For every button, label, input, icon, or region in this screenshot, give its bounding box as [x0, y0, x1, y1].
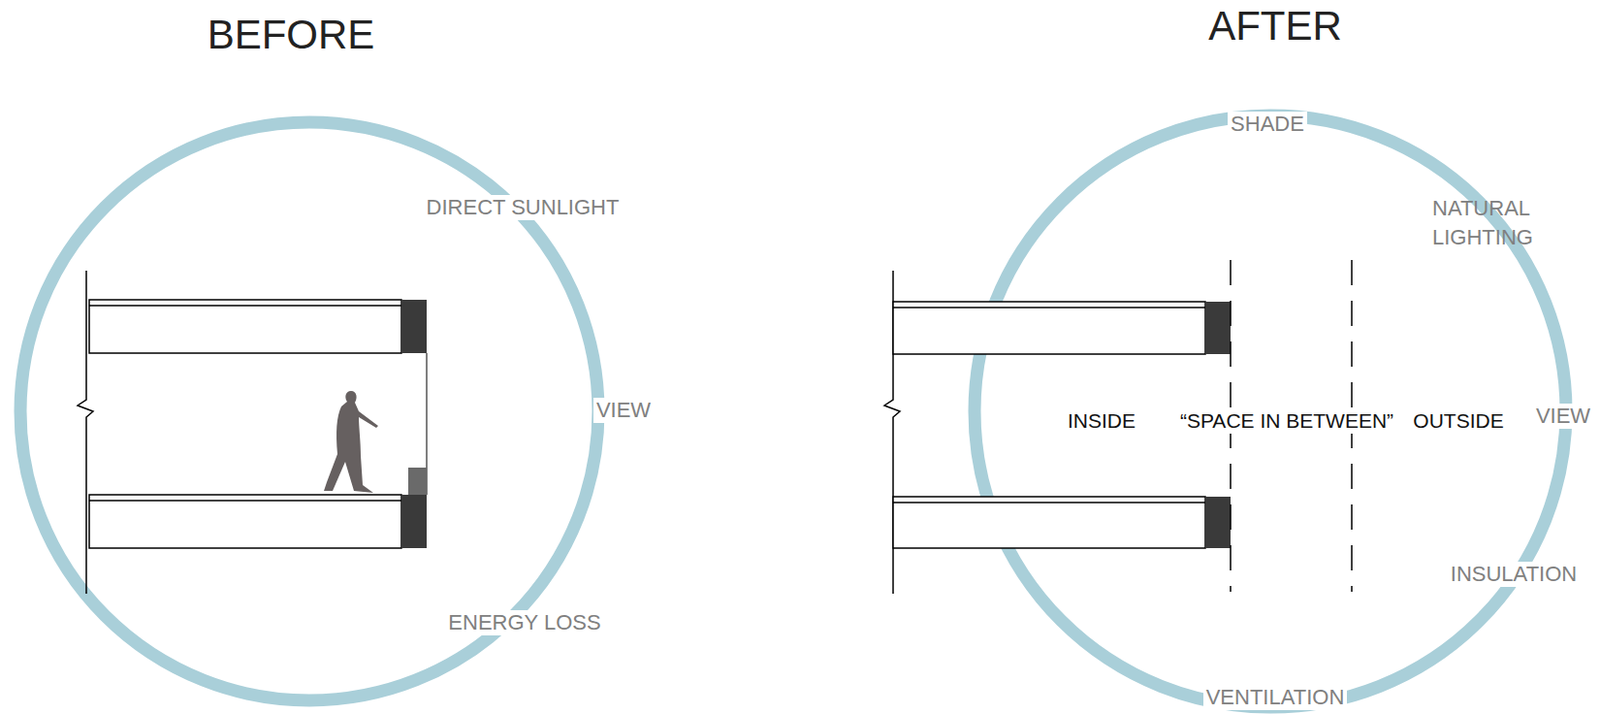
effect-label: INSULATION: [1447, 561, 1580, 587]
effect-label: VIEW: [1533, 403, 1594, 429]
floor-slabs: [89, 299, 402, 548]
zone-label: OUTSIDE: [1409, 408, 1506, 433]
effect-label: SHADE: [1227, 111, 1308, 137]
effect-label: VENTILATION: [1203, 684, 1348, 710]
focus-circle: [974, 115, 1567, 707]
effect-label: VIEW: [593, 397, 654, 423]
panel-heading: AFTER: [1205, 1, 1345, 51]
effect-label: DIRECT SUNLIGHT: [423, 194, 623, 221]
sill: [408, 467, 427, 495]
slab-edge: [401, 299, 427, 353]
slab-edge: [1205, 496, 1231, 548]
panel-heading: BEFORE: [204, 10, 379, 60]
floor-slabs: [893, 301, 1206, 548]
slab-edge: [401, 494, 427, 548]
zone-label: “SPACE IN BETWEEN”: [1177, 408, 1397, 433]
effect-label: NATURAL LIGHTING: [1429, 193, 1547, 252]
zone-label: INSIDE: [1064, 408, 1139, 433]
person-figure: [323, 390, 379, 493]
effect-label: ENERGY LOSS: [445, 609, 604, 636]
slab-edge: [1205, 301, 1231, 354]
